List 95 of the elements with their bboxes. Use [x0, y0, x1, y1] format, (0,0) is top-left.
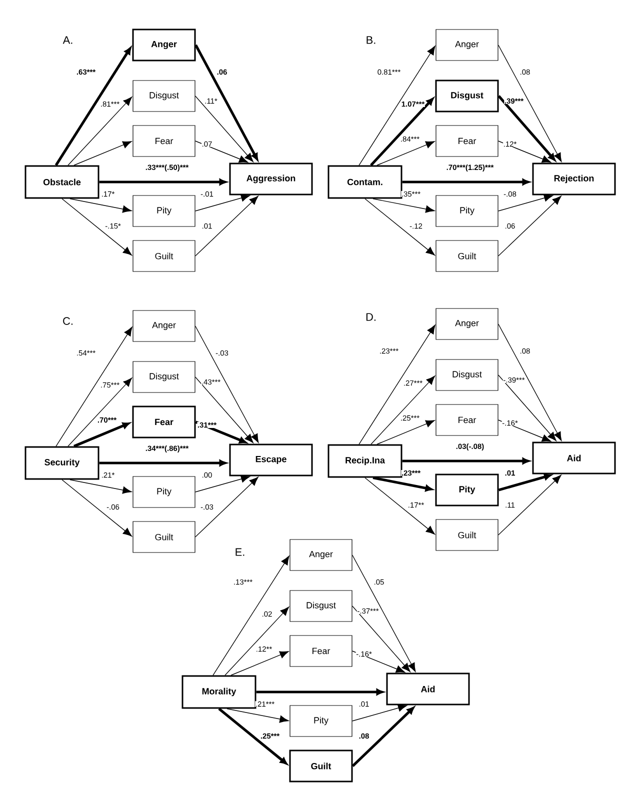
arrow [224, 606, 290, 676]
variable-box: Disgust [290, 590, 352, 622]
variable-box: Guilt [289, 750, 353, 782]
arrow [498, 374, 556, 442]
panel-label: C. [63, 317, 72, 325]
arrow [194, 376, 254, 444]
variable-box: Aggression [229, 162, 313, 196]
arrow [372, 476, 432, 492]
variable-box: Aid [532, 442, 616, 474]
arrow [358, 324, 436, 445]
variable-box: Guilt [132, 240, 196, 272]
arrow [402, 178, 530, 186]
arrow [498, 420, 552, 442]
variable-box: Fear [132, 125, 196, 157]
variable-box: Fear [132, 406, 196, 438]
arrow [364, 477, 435, 534]
variable-box: Disgust [436, 359, 498, 391]
arrow [498, 44, 562, 162]
arrow [99, 460, 226, 466]
arrow [376, 141, 435, 166]
variable-box: Pity [290, 705, 352, 737]
arrow [256, 688, 384, 696]
arrow [195, 420, 246, 444]
variable-box: Anger [436, 308, 498, 340]
arrow [70, 479, 132, 494]
variable-box: Aid [386, 672, 470, 706]
variable-box: Recip.Ina [328, 444, 402, 478]
variable-box: Anger [132, 310, 196, 342]
panel-label: A. [62, 36, 72, 44]
arrow [230, 651, 289, 676]
variable-box: Guilt [132, 521, 196, 553]
variable-box: Pity [435, 474, 499, 506]
arrow [62, 479, 132, 536]
variable-box: Obstacle [24, 165, 100, 199]
arrow [352, 706, 414, 767]
arrow [56, 326, 132, 447]
variable-box: Morality [182, 675, 256, 709]
arrow [370, 98, 434, 166]
arrow [99, 178, 226, 186]
variable-box: Pity [132, 476, 196, 508]
variable-box: Pity [436, 195, 498, 227]
arrow [352, 606, 410, 672]
arrow [194, 140, 248, 163]
arrow [498, 194, 554, 212]
variable-box: Contam. [328, 165, 402, 199]
arrow [194, 196, 258, 256]
arrow [194, 194, 250, 212]
arrow [358, 46, 436, 166]
arrow [74, 141, 132, 166]
variable-box: Anger [436, 29, 498, 61]
variable-box: Fear [436, 404, 498, 436]
arrow [498, 196, 562, 256]
arrow [68, 378, 132, 447]
arrow [498, 324, 562, 441]
variable-box: Fear [436, 125, 498, 157]
arrow [352, 650, 406, 673]
arrow [70, 198, 132, 213]
variable-box: Disgust [435, 80, 499, 112]
arrow [498, 140, 552, 163]
panel-label: B. [366, 36, 376, 44]
arrow [498, 474, 552, 492]
arrow [370, 376, 436, 445]
variable-box: Guilt [436, 519, 498, 551]
arrow [376, 420, 435, 445]
variable-box: Anger [132, 28, 196, 62]
variable-box: Pity [132, 195, 196, 227]
variable-box: Rejection [532, 162, 616, 196]
arrow [62, 198, 132, 256]
arrow [54, 47, 132, 166]
arrow [352, 704, 408, 722]
arrow [352, 554, 416, 672]
arrow [226, 708, 289, 723]
arrow [218, 708, 288, 765]
arrow [194, 326, 259, 443]
arrow [498, 474, 562, 536]
arrow [194, 96, 254, 162]
arrow [194, 476, 258, 538]
arrow [364, 198, 435, 256]
variable-box: Security [24, 446, 100, 480]
arrow [74, 422, 130, 448]
panel-label: D. [366, 313, 376, 321]
arrow [372, 198, 435, 213]
panel-label: E. [236, 548, 244, 556]
arrow [68, 96, 132, 166]
variable-box: Disgust [132, 80, 196, 112]
arrow [212, 556, 290, 676]
arrow [194, 475, 250, 492]
variable-box: Guilt [436, 240, 498, 272]
variable-box: Escape [229, 444, 313, 476]
variable-box: Anger [290, 539, 352, 571]
variable-box: Fear [290, 635, 352, 667]
arrow [498, 95, 556, 161]
arrow [402, 458, 530, 464]
variable-box: Disgust [132, 361, 196, 393]
arrow [194, 44, 258, 160]
